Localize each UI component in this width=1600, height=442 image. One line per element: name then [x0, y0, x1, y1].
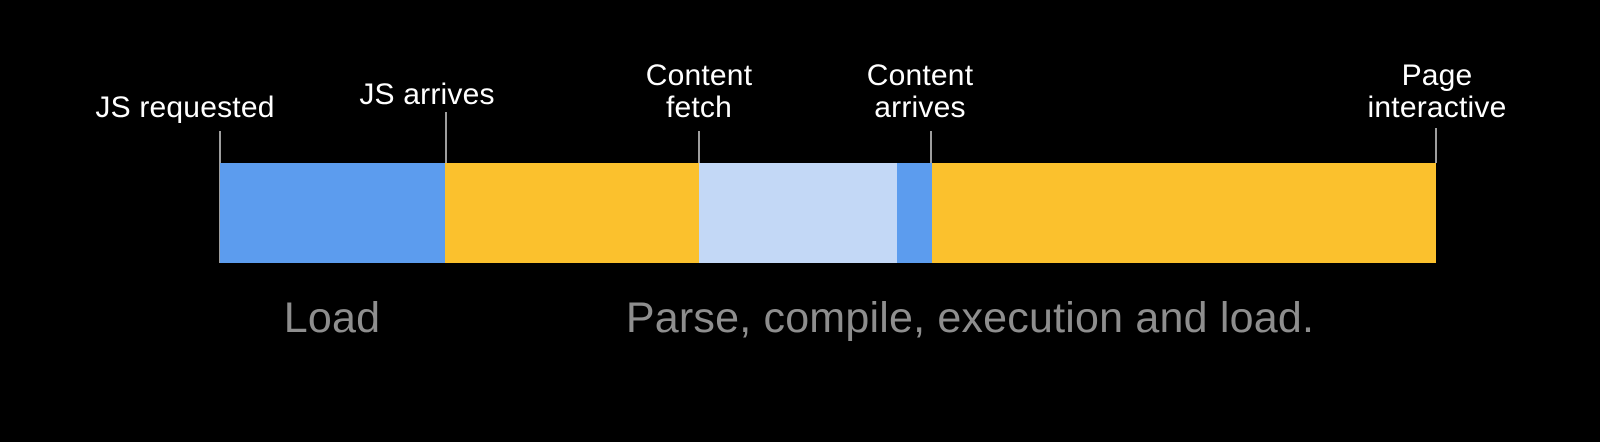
phase-label-load: Load [283, 294, 381, 342]
milestone-label-content-arrives: Content arrives [866, 59, 974, 124]
tick-page-interactive [1435, 128, 1437, 163]
segment-parse-compile-1 [445, 163, 699, 263]
milestone-label-content-fetch: Content fetch [645, 59, 753, 124]
segment-parse-compile-2 [932, 163, 1436, 263]
phase-label-parse-compile-execution-load: Parse, compile, execution and load. [625, 294, 1315, 342]
milestone-label-page-interactive: Page interactive [1367, 59, 1507, 124]
tick-content-arrives [930, 131, 932, 163]
segment-content-arrives [897, 163, 932, 263]
tick-js-arrives [445, 112, 447, 163]
tick-content-fetch [698, 131, 700, 163]
milestone-label-js-arrives: JS arrives [359, 78, 495, 111]
segment-content-fetch [699, 163, 897, 263]
milestone-label-js-requested: JS requested [95, 91, 275, 124]
segment-js-download [220, 163, 445, 263]
timeline-bar [220, 163, 1436, 263]
